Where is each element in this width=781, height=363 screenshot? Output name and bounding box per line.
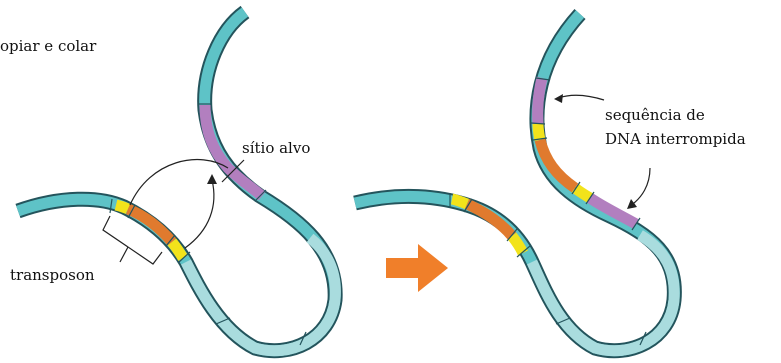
right-arrow-icon [386, 244, 448, 292]
arrowhead-icon [207, 174, 217, 184]
transposon-label: transposon [10, 266, 95, 284]
arrowhead-icon [554, 94, 563, 103]
left-dna-strand [18, 12, 335, 351]
left-hop-arrow-inner [185, 180, 214, 248]
left-strand-fill [18, 12, 335, 351]
interrupted-arrow-lower [630, 168, 650, 206]
right-transposon-original [452, 199, 467, 204]
right-insert-upper-flank [538, 78, 542, 124]
interrupted-arrow-upper [558, 95, 604, 100]
right-dna-strand [355, 14, 674, 351]
target-site-label: sítio alvo [242, 139, 310, 157]
interrupted-sequence-label-line1: sequência de [605, 106, 705, 124]
mechanism-label: opiar e colar [0, 37, 96, 55]
interrupted-sequence-label-line2: DNA interrompida [605, 130, 746, 148]
left-transposon [116, 205, 128, 209]
arrowhead-icon [627, 199, 637, 209]
right-strand-fill [355, 14, 674, 351]
